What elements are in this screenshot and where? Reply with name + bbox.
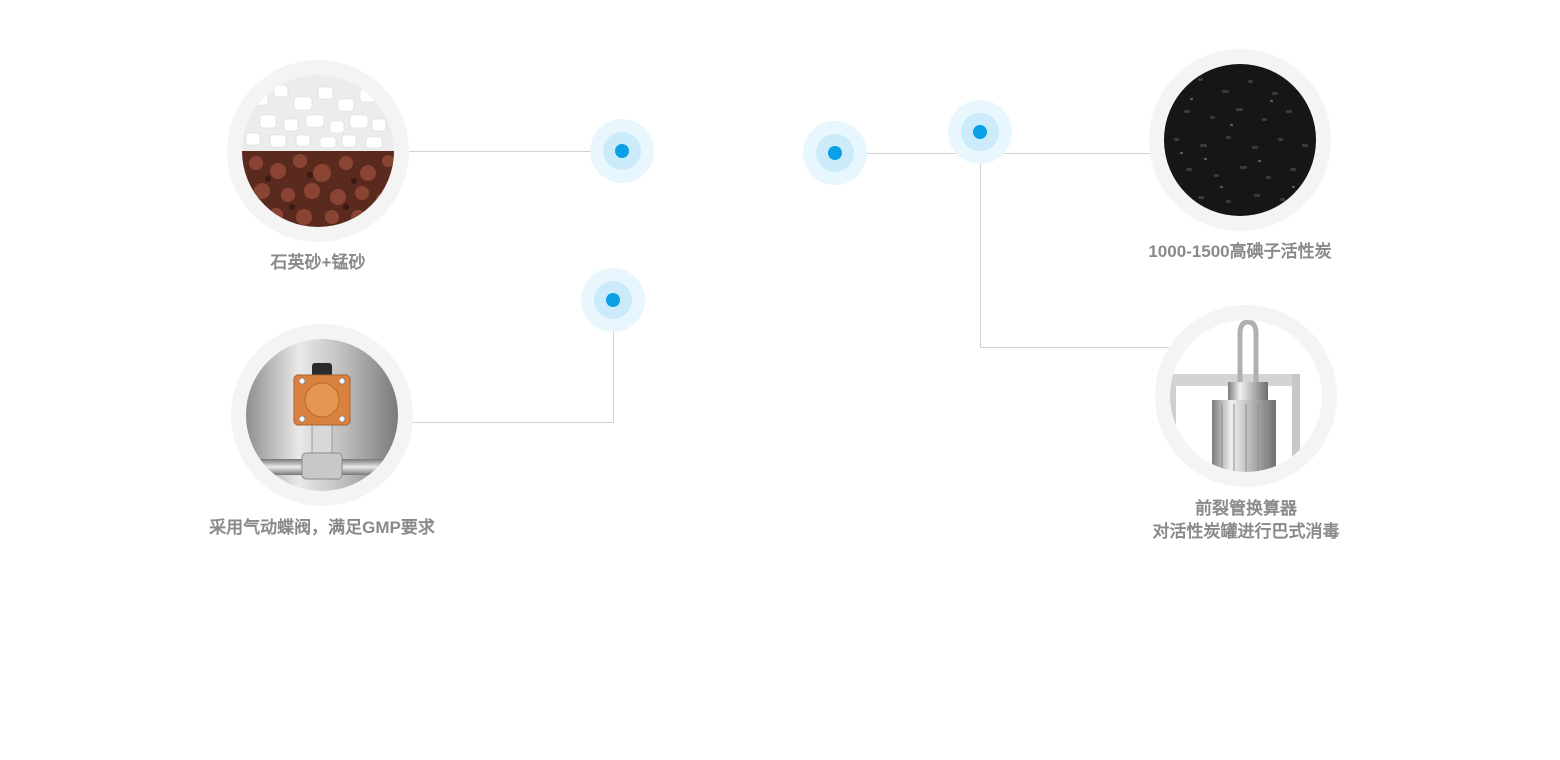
carbon-caption: 1000-1500高碘子活性炭 (1148, 242, 1332, 261)
hotspot-carbon[interactable] (803, 121, 867, 185)
connector-exchanger-vertical (980, 132, 981, 348)
hotspot-exchanger[interactable] (948, 100, 1012, 164)
connector-valve-vertical (613, 301, 614, 423)
valve-image (246, 339, 398, 491)
sand-image (242, 75, 394, 227)
exchanger-caption-line2: 对活性炭罐进行巴式消毒 (1152, 522, 1340, 541)
sand-badge (227, 60, 409, 242)
connector-sand (392, 151, 622, 152)
valve-badge (231, 324, 413, 506)
hotspot-valve[interactable] (581, 268, 645, 332)
carbon-image (1164, 64, 1316, 216)
exchanger-caption: 前裂管换算器 对活性炭罐进行巴式消毒 (1096, 497, 1396, 543)
valve-caption: 采用气动蝶阀，满足GMP要求 (209, 518, 435, 537)
sand-caption: 石英砂+锰砂 (270, 253, 366, 272)
connector-valve-horizontal (412, 422, 614, 423)
exchanger-badge (1155, 305, 1337, 487)
hotspot-sand[interactable] (590, 119, 654, 183)
exchanger-image (1170, 320, 1322, 472)
connector-exchanger-horizontal (980, 347, 1182, 348)
exchanger-caption-line1: 前裂管换算器 (1195, 499, 1297, 518)
carbon-badge (1149, 49, 1331, 231)
